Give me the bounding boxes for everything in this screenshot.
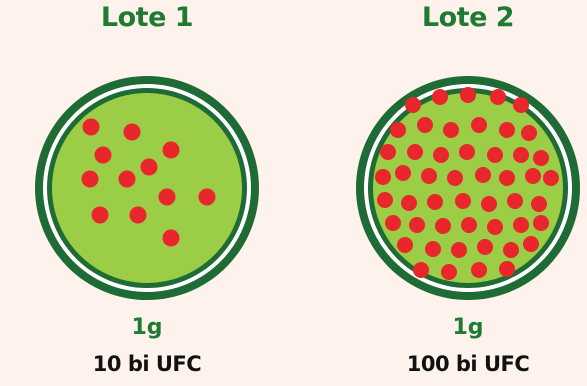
bacterial-colony-dot: [390, 122, 406, 138]
lot-1-cfu-count: 10 bi UFC: [14, 352, 280, 376]
bacterial-colony-dot: [461, 217, 477, 233]
bacterial-colony-dot: [499, 261, 515, 277]
bacterial-colony-dot: [130, 207, 147, 224]
bacterial-colony-dot: [471, 262, 487, 278]
agar-surface: [373, 93, 563, 283]
bacterial-colony-dot: [477, 239, 493, 255]
bacterial-colony-dot: [507, 193, 523, 209]
bacterial-colony-dot: [481, 196, 497, 212]
bacterial-colony-dot: [405, 97, 421, 113]
bacterial-colony-dot: [119, 171, 136, 188]
bacterial-colony-dot: [525, 168, 541, 184]
bacterial-colony-dot: [417, 117, 433, 133]
bacterial-colony-dot: [487, 219, 503, 235]
bacterial-colony-dot: [163, 142, 180, 159]
lot-2-cfu-count: 100 bi UFC: [335, 352, 587, 376]
bacterial-colony-dot: [531, 196, 547, 212]
bacterial-colony-dot: [499, 170, 515, 186]
bacterial-colony-dot: [409, 217, 425, 233]
bacterial-colony-dot: [533, 150, 549, 166]
bacterial-colony-dot: [141, 159, 158, 176]
bacterial-colony-dot: [487, 147, 503, 163]
bacterial-colony-dot: [513, 217, 529, 233]
bacterial-colony-dot: [490, 89, 506, 105]
bacterial-colony-dot: [455, 193, 471, 209]
bacterial-colony-dot: [401, 195, 417, 211]
agar-surface: [52, 93, 242, 283]
lot-2-petri-dish-graphic: [355, 75, 581, 301]
bacterial-colony-dot: [199, 189, 216, 206]
bacterial-colony-dot: [375, 169, 391, 185]
bacterial-colony-dot: [421, 168, 437, 184]
lot-2-title: Lote 2: [355, 2, 581, 33]
bacterial-colony-dot: [513, 97, 529, 113]
bacterial-colony-dot: [533, 215, 549, 231]
bacterial-colony-dot: [377, 192, 393, 208]
lot-1-mass: 1g: [34, 315, 260, 340]
bacterial-colony-dot: [459, 144, 475, 160]
lot-2-panel: Lote 2 1g 100 bi UFC: [355, 0, 587, 386]
bacterial-colony-dot: [124, 124, 141, 141]
bacterial-colony-dot: [82, 171, 99, 188]
lot-2-mass: 1g: [355, 315, 581, 340]
bacterial-colony-dot: [471, 117, 487, 133]
bacterial-colony-dot: [432, 89, 448, 105]
bacterial-colony-dot: [543, 170, 559, 186]
bacterial-colony-dot: [521, 125, 537, 141]
bacterial-colony-dot: [407, 144, 423, 160]
bacterial-colony-dot: [163, 230, 180, 247]
bacterial-colony-dot: [413, 262, 429, 278]
lot-1-title: Lote 1: [34, 2, 260, 33]
bacterial-colony-dot: [427, 194, 443, 210]
bacterial-colony-dot: [159, 189, 176, 206]
bacterial-colony-dot: [425, 241, 441, 257]
lot-1-panel: Lote 1 1g 10 bi UFC: [34, 0, 294, 386]
bacterial-colony-dot: [397, 237, 413, 253]
bacterial-colony-dot: [451, 242, 467, 258]
lot-1-petri-dish-graphic: [34, 75, 260, 301]
bacterial-colony-dot: [380, 144, 396, 160]
bacterial-colony-dot: [95, 147, 112, 164]
bacterial-colony-dot: [503, 242, 519, 258]
bacterial-colony-dot: [499, 122, 515, 138]
bacterial-colony-dot: [447, 170, 463, 186]
bacterial-colony-dot: [441, 264, 457, 280]
bacterial-colony-dot: [395, 165, 411, 181]
lot-2-petri-dish: [355, 75, 581, 301]
bacterial-colony-dot: [385, 215, 401, 231]
bacterial-colony-dot: [433, 147, 449, 163]
lot-1-petri-dish: [34, 75, 260, 301]
bacterial-colony-dot: [435, 218, 451, 234]
bacterial-colony-dot: [523, 236, 539, 252]
bacterial-colony-dot: [443, 122, 459, 138]
bacterial-colony-dot: [83, 119, 100, 136]
bacterial-colony-dot: [460, 87, 476, 103]
bacterial-colony-dot: [513, 147, 529, 163]
bacterial-colony-dot: [475, 167, 491, 183]
bacterial-colony-dot: [92, 207, 109, 224]
